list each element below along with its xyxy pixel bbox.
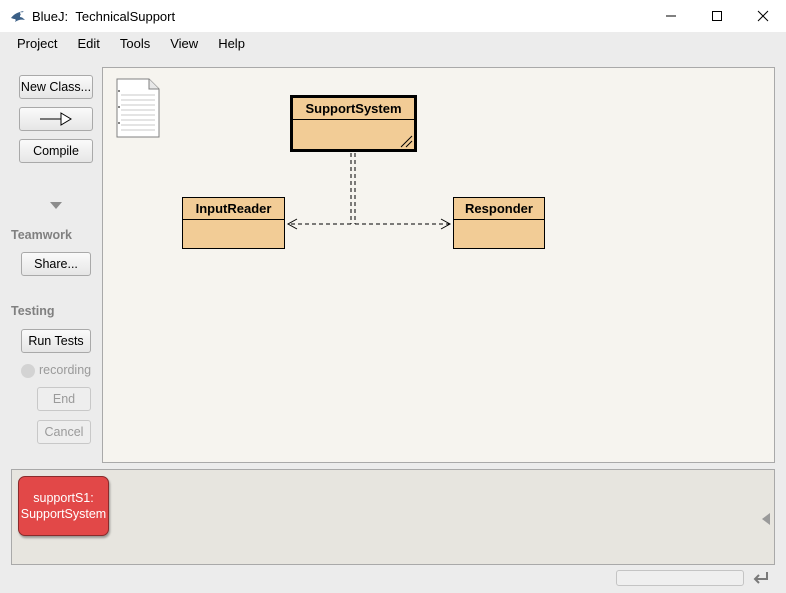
terminal-return-icon[interactable] — [752, 570, 770, 586]
recording-label: recording — [39, 363, 92, 377]
arrowhead-responder-icon — [440, 218, 452, 230]
class-name: Responder — [454, 198, 544, 220]
inheritance-arrow-icon — [40, 112, 72, 126]
class-name: SupportSystem — [293, 98, 414, 120]
class-supportsystem[interactable]: SupportSystem — [290, 95, 417, 152]
maximize-icon — [712, 11, 722, 21]
project-name: TechnicalSupport — [75, 8, 176, 24]
minimize-button[interactable] — [648, 0, 694, 32]
cancel-button[interactable]: Cancel — [37, 420, 91, 444]
end-button[interactable]: End — [37, 387, 91, 411]
progress-bar — [616, 570, 744, 586]
dependency-arrows — [286, 153, 452, 230]
window-title: BlueJ: TechnicalSupport — [32, 9, 175, 24]
object-bench: supportS1: SupportSystem — [11, 469, 775, 565]
bench-scroll-left-icon[interactable] — [762, 513, 770, 525]
menu-tools[interactable]: Tools — [119, 36, 151, 51]
testing-label: Testing — [11, 304, 55, 318]
menu-view[interactable]: View — [170, 36, 199, 51]
compile-button[interactable]: Compile — [19, 139, 93, 163]
close-button[interactable] — [740, 0, 786, 32]
class-diagram-canvas[interactable]: SupportSystem InputReader Responder — [102, 67, 775, 463]
menu-edit[interactable]: Edit — [77, 36, 100, 51]
menu-bar: Project Edit Tools View Help — [0, 32, 786, 55]
object-type: SupportSystem — [20, 507, 107, 521]
object-supports1[interactable]: supportS1: SupportSystem — [18, 476, 109, 536]
title-bar: BlueJ: TechnicalSupport — [0, 0, 786, 32]
object-name: supportS1: — [33, 491, 94, 505]
new-arrow-button[interactable] — [19, 107, 93, 131]
resize-handle-icon[interactable] — [399, 134, 413, 148]
class-responder[interactable]: Responder — [453, 197, 545, 249]
recording-indicator-icon — [21, 364, 35, 378]
bluej-bird-icon — [11, 11, 25, 22]
minimize-icon — [666, 15, 676, 17]
arrowhead-inputreader-icon — [286, 218, 298, 230]
menu-help[interactable]: Help — [218, 36, 245, 51]
new-class-button[interactable]: New Class... — [19, 75, 93, 99]
teamwork-label: Teamwork — [11, 228, 72, 242]
app-name: BlueJ: — [32, 8, 69, 24]
readme-document-icon[interactable] — [115, 77, 161, 139]
left-toolbar: New Class... Compile Teamwork Share... T… — [0, 56, 102, 466]
class-name: InputReader — [183, 198, 284, 220]
maximize-button[interactable] — [694, 0, 740, 32]
class-inputreader[interactable]: InputReader — [182, 197, 285, 249]
close-icon — [757, 10, 769, 22]
run-tests-button[interactable]: Run Tests — [21, 329, 91, 353]
menu-project[interactable]: Project — [17, 36, 58, 51]
share-button[interactable]: Share... — [21, 252, 91, 276]
collapse-triangle-icon[interactable] — [50, 202, 62, 209]
